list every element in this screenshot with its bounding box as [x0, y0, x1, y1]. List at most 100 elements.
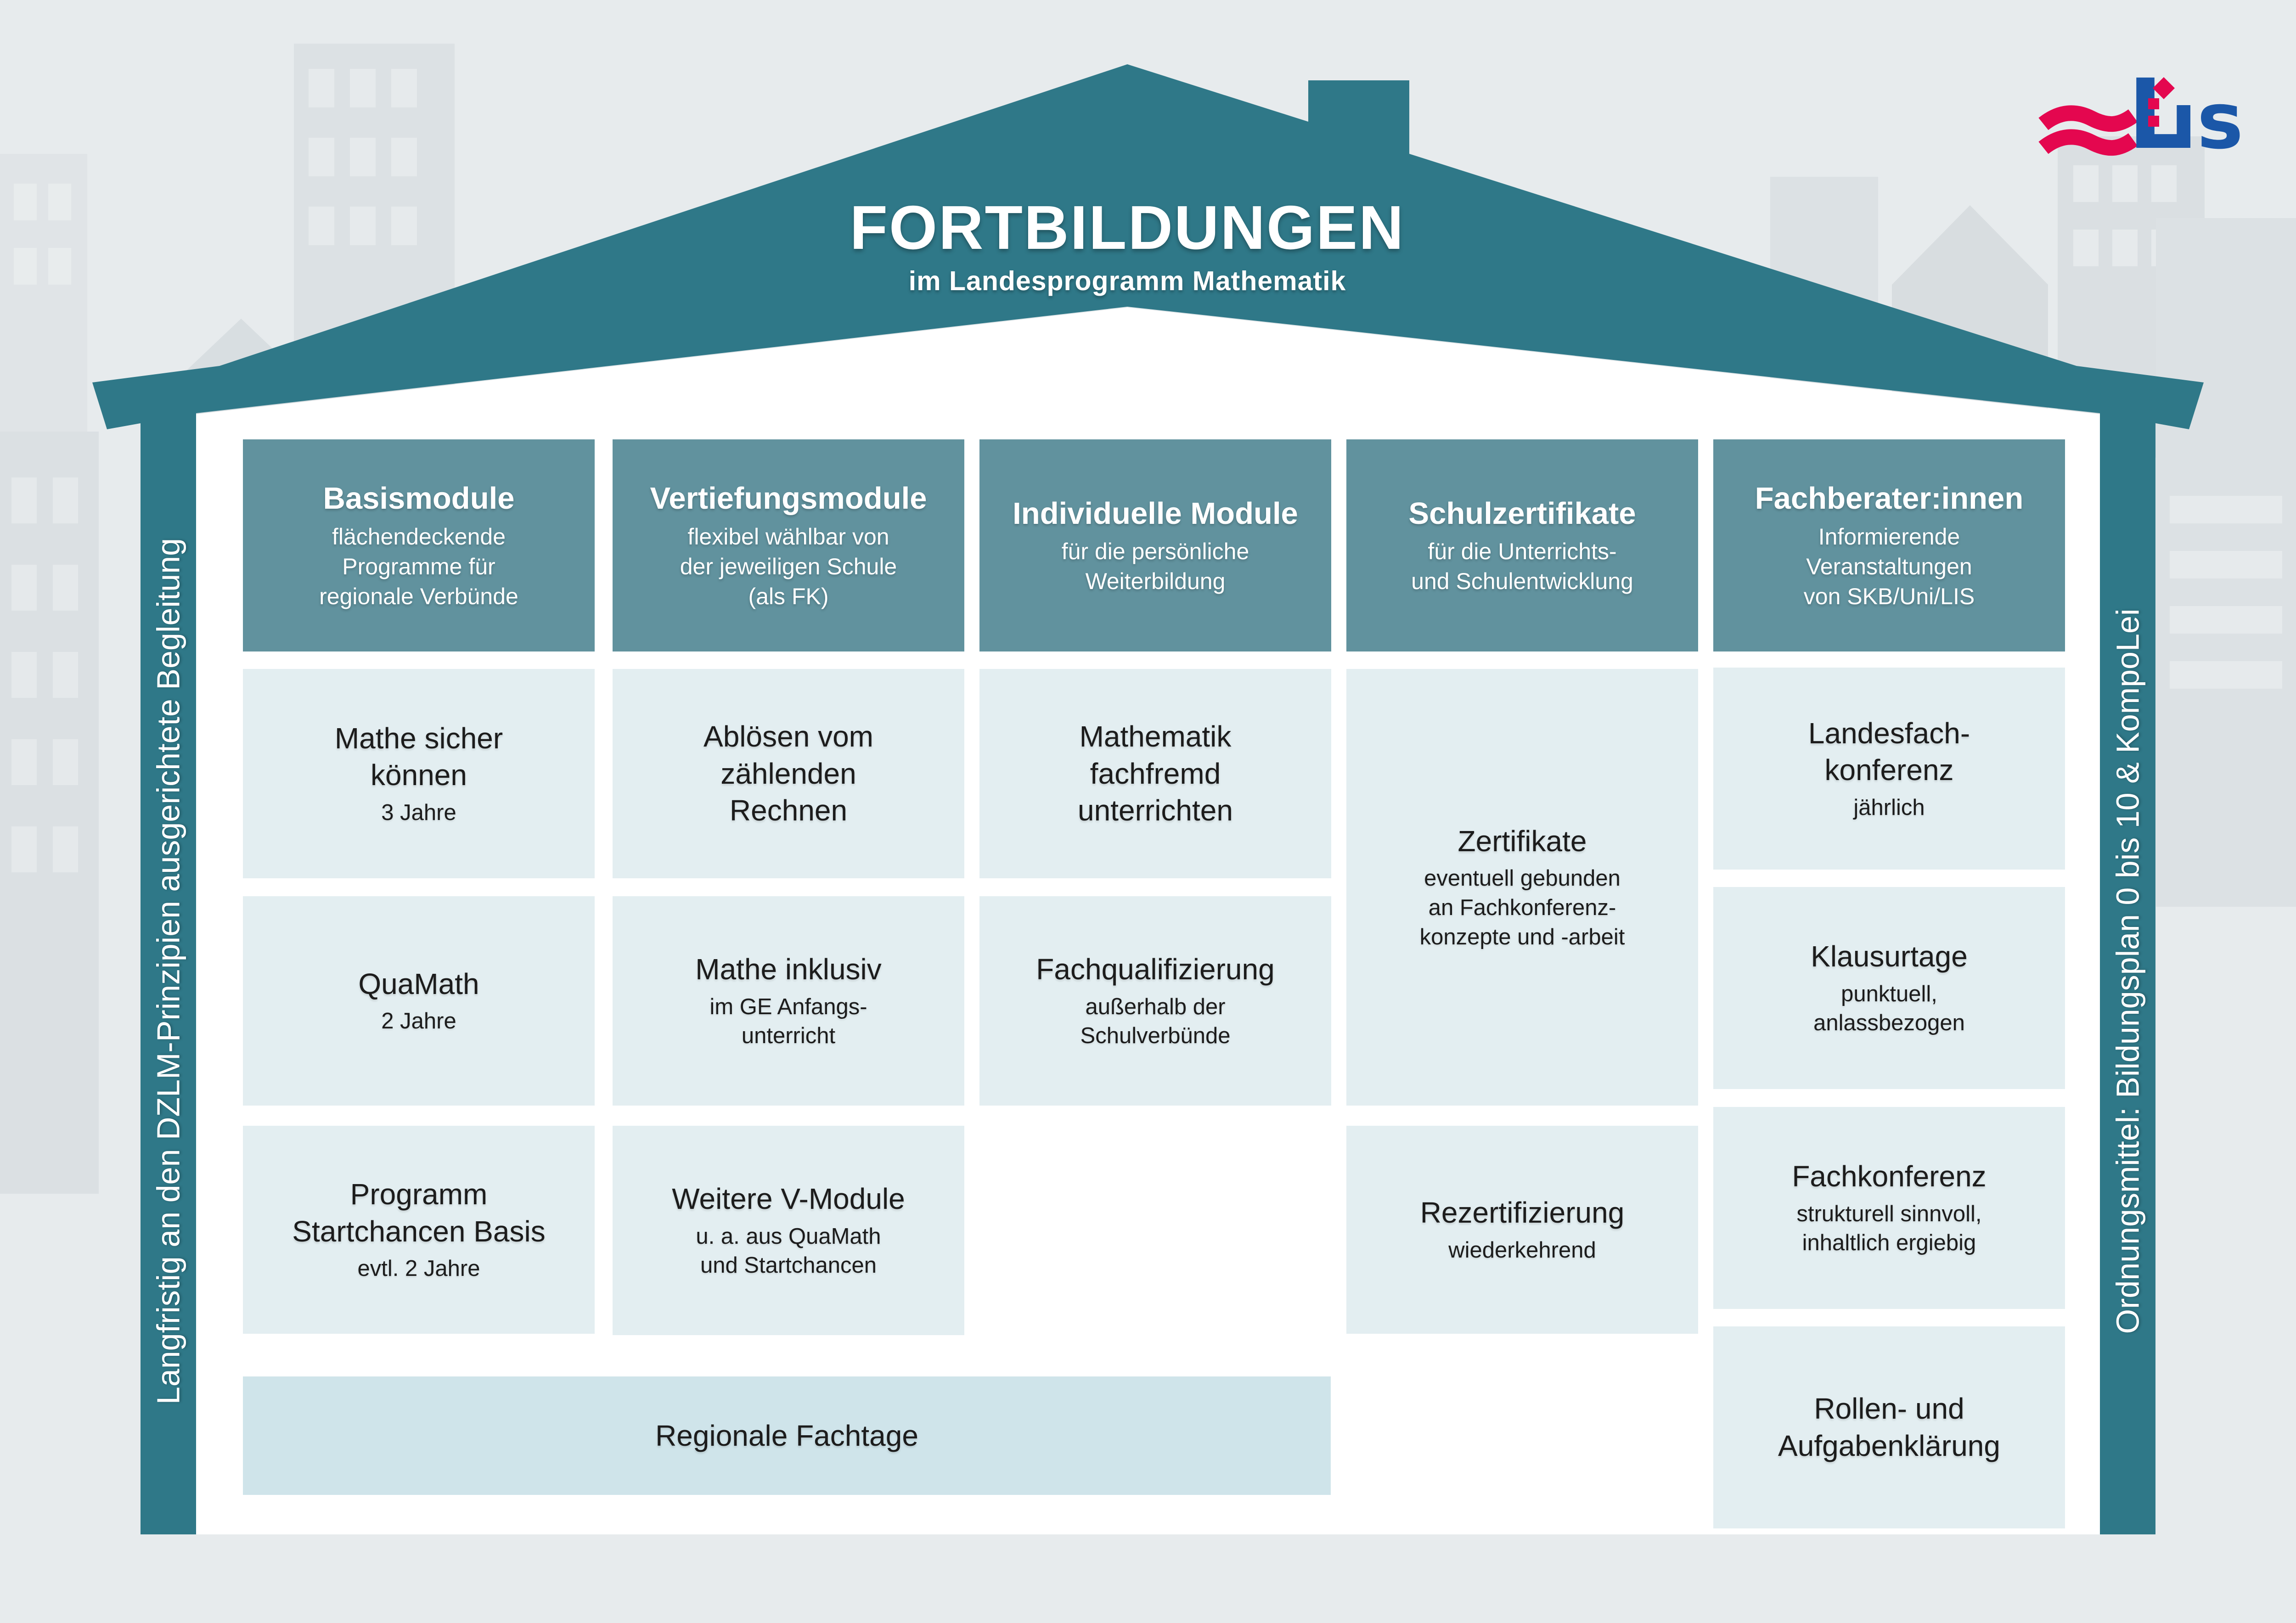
city-building-window [2112, 165, 2138, 202]
city-building-window [11, 739, 37, 785]
column-header-subtitle: für die persönliche Weiterbildung [1061, 539, 1249, 595]
cell-quamath: QuaMath 2 Jahre [243, 896, 595, 1106]
cell-landesfachkonferenz: Landesfach- konferenz jährlich [1713, 668, 2065, 870]
cell-subtitle: eventuell gebunden an Fachkonferenz- kon… [1419, 866, 1625, 949]
cell-startchancen-basis: Programm Startchancen Basis evtl. 2 Jahr… [243, 1126, 595, 1334]
city-building-window [11, 826, 37, 872]
cell-subtitle: wiederkehrend [1448, 1237, 1596, 1263]
city-building-window [2073, 165, 2099, 202]
city-building-window [309, 69, 334, 107]
cell-subtitle: außerhalb der Schulverbünde [1080, 994, 1231, 1049]
city-building-window [11, 477, 37, 523]
city-building-window [391, 69, 417, 107]
column-header-subtitle: für die Unterrichts- und Schulentwicklun… [1411, 539, 1633, 595]
city-building-window [53, 565, 78, 611]
lis-logo-letters-is: ıs [2170, 76, 2243, 167]
bar-label: Regionale Fachtage [655, 1419, 918, 1452]
city-building-window [2073, 230, 2099, 266]
cell-subtitle: im GE Anfangs- unterricht [709, 994, 867, 1049]
column-header-individuelle-module: Individuelle Module für die persönliche … [979, 439, 1331, 651]
cell-subtitle: evtl. 2 Jahre [357, 1256, 480, 1281]
cell-subtitle: 3 Jahre [381, 800, 456, 825]
cell-title: Mathematik fachfremd unterrichten [1078, 720, 1233, 827]
city-building-window [309, 207, 334, 245]
cell-fachqualifizierung: Fachqualifizierung außerhalb der Schulve… [979, 896, 1331, 1106]
cell-mathe-sicher-koennen: Mathe sicher können 3 Jahre [243, 669, 595, 878]
lis-logo-square-icon [2148, 98, 2159, 109]
lis-logo-square-icon [2148, 116, 2159, 127]
column-header-subtitle: flächendeckende Programme für regionale … [319, 523, 518, 609]
cell-subtitle: strukturell sinnvoll, inhaltlich ergiebi… [1796, 1201, 1982, 1256]
city-building-window [53, 826, 78, 872]
cell-title: Ablösen vom zählenden Rechnen [703, 720, 873, 827]
right-pillar-caption: Ordnungsmittel: Bildungsplan 0 bis 10 & … [2110, 608, 2145, 1334]
cell-title: Mathe sicher können [334, 721, 503, 792]
roof-shape [92, 64, 2204, 429]
city-building-window [2170, 551, 2282, 578]
cell-fachkonferenz: Fachkonferenz strukturell sinnvoll, inha… [1713, 1107, 2065, 1309]
column-header-title: Individuelle Module [1013, 496, 1298, 531]
cell-weitere-v-module: Weitere V-Module u. a. aus QuaMath und S… [613, 1126, 964, 1335]
city-building-window [53, 739, 78, 785]
column-header-title: Fachberater:innen [1755, 481, 2024, 516]
cell-rollen-aufgabenklaerung: Rollen- und Aufgabenklärung [1713, 1326, 2065, 1528]
cell-title: Rollen- und Aufgabenklärung [1778, 1392, 2000, 1462]
cell-subtitle: u. a. aus QuaMath und Startchancen [696, 1224, 881, 1278]
city-building-window [2112, 230, 2138, 266]
poster-subtitle: im Landesprogramm Mathematik [908, 266, 1346, 296]
city-building-window [14, 248, 37, 285]
city-building-window [391, 207, 417, 245]
city-building-window [391, 138, 417, 176]
city-building-window [53, 477, 78, 523]
cell-abloesen-zaehlendes-rechnen: Ablösen vom zählenden Rechnen [613, 669, 964, 878]
city-building-window [350, 69, 376, 107]
city-building-window [53, 652, 78, 698]
cell-title: Weitere V-Module [672, 1182, 905, 1215]
column-header-title: Basismodule [323, 481, 515, 516]
column-header-subtitle: Informierende Veranstaltungen von SKB/Un… [1803, 523, 1975, 609]
cell-zertifikate: Zertifikate eventuell gebunden an Fachko… [1346, 669, 1698, 1106]
cell-mathematik-fachfremd: Mathematik fachfremd unterrichten [979, 669, 1331, 878]
city-building-window [14, 184, 37, 220]
cell-title: Fachqualifizierung [1036, 953, 1275, 986]
column-header-title: Schulzertifikate [1408, 496, 1636, 531]
column-header-fachberaterinnen: Fachberater:innen Informierende Veransta… [1713, 439, 2065, 651]
lis-logo: L ıs [2038, 58, 2243, 171]
column-header-title: Vertiefungsmodule [650, 481, 927, 516]
city-building-window [350, 207, 376, 245]
cell-title: Rezertifizierung [1420, 1196, 1625, 1230]
cell-subtitle: jährlich [1853, 795, 1925, 820]
column-header-basismodule: Basismodule flächendeckende Programme fü… [243, 439, 595, 651]
city-building [0, 432, 99, 1194]
lis-logo-wave-icon [2038, 105, 2138, 132]
column-header-vertiefungsmodule: Vertiefungsmodule flexibel wählbar von d… [613, 439, 964, 651]
city-building-window [350, 138, 376, 176]
city-building-window [309, 138, 334, 176]
column-header-subtitle: flexibel wählbar von der jeweiligen Schu… [680, 523, 897, 609]
left-pillar [141, 409, 196, 1534]
cell-klausurtage: Klausurtage punktuell, anlassbezogen [1713, 887, 2065, 1089]
city-building-window [11, 565, 37, 611]
lis-logo-diamond-icon [2153, 77, 2175, 99]
cell-title: Landesfach- konferenz [1808, 716, 1970, 787]
cell-title: Programm Startchancen Basis [292, 1178, 546, 1248]
city-building-window [48, 184, 71, 220]
lis-logo-letter-l: L [2127, 58, 2189, 171]
column-header-schulzertifikate: Schulzertifikate für die Unterrichts- un… [1346, 439, 1698, 651]
poster-title: FORTBILDUNGEN [850, 193, 1405, 262]
regionale-fachtage-bar: Regionale Fachtage [243, 1376, 1331, 1495]
cell-title: Fachkonferenz [1792, 1160, 1986, 1193]
right-pillar [2100, 409, 2155, 1534]
cell-title: QuaMath [358, 967, 479, 1000]
cell-title: Klausurtage [1811, 940, 1968, 973]
cell-title: Zertifikate [1458, 824, 1587, 858]
cell-mathe-inklusiv: Mathe inklusiv im GE Anfangs- unterricht [613, 896, 964, 1106]
city-building-window [2170, 496, 2282, 523]
cell-title: Mathe inklusiv [695, 953, 882, 986]
city-building-window [2170, 606, 2282, 634]
city-building-window [2170, 661, 2282, 689]
cell-subtitle: 2 Jahre [381, 1009, 456, 1034]
city-building-window [11, 652, 37, 698]
city-building-window [48, 248, 71, 285]
